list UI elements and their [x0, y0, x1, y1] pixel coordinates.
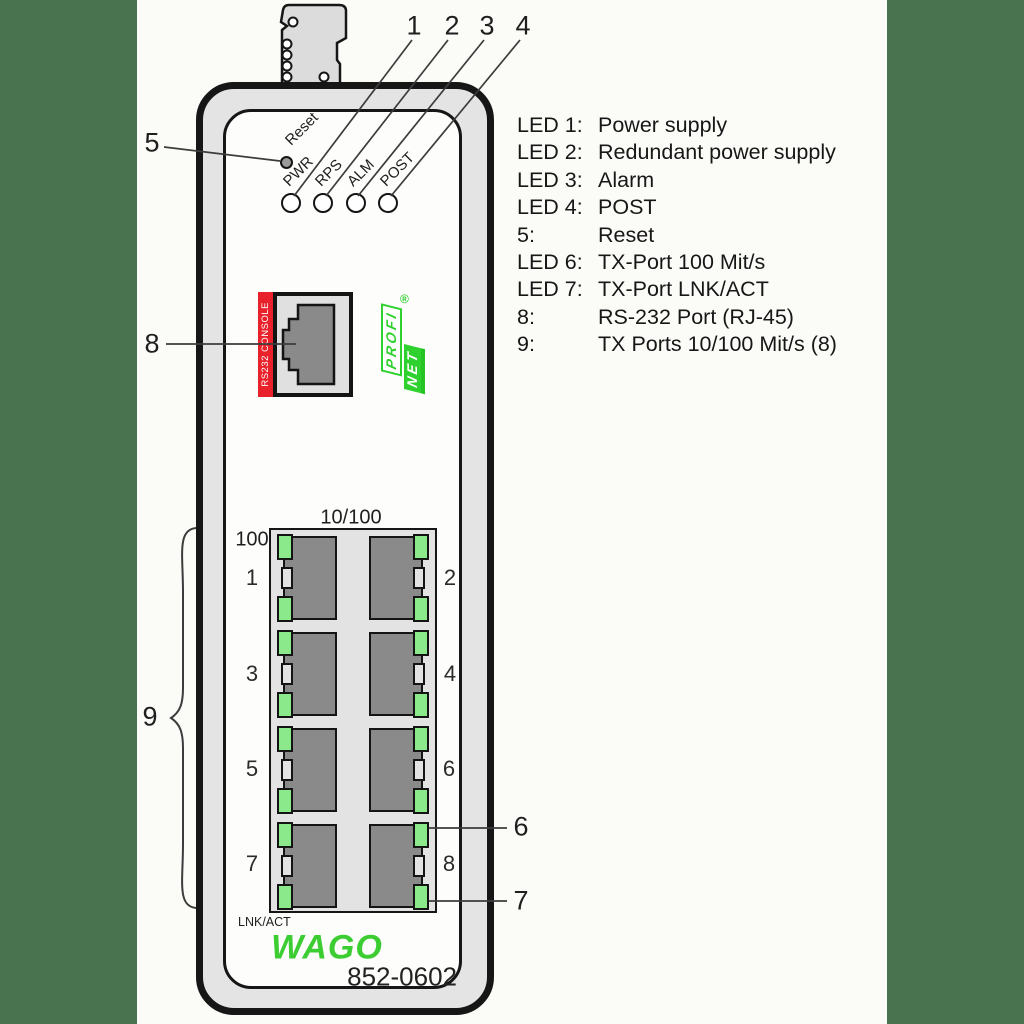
- rj45-port-5: [277, 726, 339, 814]
- port-5-led-lnkact-icon: [277, 788, 293, 814]
- legend: LED 1: Power supply LED 2: Redundant pow…: [517, 112, 837, 359]
- port-6-led-100-icon: [413, 726, 429, 752]
- legend-row-2: LED 2: Redundant power supply: [517, 139, 837, 166]
- port-1-notch: [281, 567, 293, 589]
- legend-desc: Alarm: [598, 167, 655, 192]
- wago-logo: WAGO: [271, 928, 383, 967]
- callout-1: 1: [406, 10, 422, 41]
- reset-button-led: [280, 156, 293, 169]
- port-number-8: 8: [442, 851, 456, 876]
- model-number: 852-0602: [347, 961, 457, 992]
- callout-4: 4: [515, 10, 531, 41]
- port-8-notch: [413, 855, 425, 877]
- legend-row-6: LED 6: TX-Port 100 Mit/s: [517, 249, 837, 276]
- legend-key: 9:: [517, 332, 535, 357]
- rj45-port-6: [367, 726, 429, 814]
- port-number-7: 7: [245, 851, 259, 876]
- rj45-port-3: [277, 630, 339, 718]
- legend-key: LED 2:: [517, 140, 583, 165]
- legend-row-5: 5: Reset: [517, 222, 837, 249]
- port-number-5: 5: [245, 756, 259, 781]
- profinet-registered-icon: ®: [400, 292, 409, 306]
- legend-desc: Redundant power supply: [598, 140, 836, 165]
- port-3-led-100-icon: [277, 630, 293, 656]
- alm-led-icon: [346, 193, 366, 213]
- port-7-led-100-icon: [277, 822, 293, 848]
- legend-desc: TX-Port 100 Mit/s: [598, 250, 766, 275]
- profinet-logo: PROFI NET: [381, 287, 427, 395]
- legend-row-3: LED 3: Alarm: [517, 167, 837, 194]
- port-3-led-lnkact-icon: [277, 692, 293, 718]
- port-2-notch: [413, 567, 425, 589]
- rj45-port-7: [277, 822, 339, 910]
- right-letterbox-bar: [887, 0, 1024, 1024]
- port-2-led-100-icon: [413, 534, 429, 560]
- legend-key: LED 6:: [517, 250, 583, 275]
- port-number-2: 2: [443, 565, 457, 590]
- rs232-console-strip: RS232 CONSOLE: [258, 292, 273, 397]
- port-6-notch: [413, 759, 425, 781]
- legend-key: LED 4:: [517, 195, 583, 220]
- port-7-led-lnkact-icon: [277, 884, 293, 910]
- callout-7: 7: [513, 885, 529, 916]
- port-2-led-lnkact-icon: [413, 596, 429, 622]
- legend-key: LED 3:: [517, 167, 583, 192]
- callout-6: 6: [513, 811, 529, 842]
- legend-desc: RS-232 Port (RJ-45): [598, 304, 794, 329]
- port-7-notch: [281, 855, 293, 877]
- port-8-led-lnkact-icon: [413, 884, 429, 910]
- legend-desc: Power supply: [598, 113, 728, 137]
- left-letterbox-bar: [0, 0, 137, 1024]
- port-4-led-100-icon: [413, 630, 429, 656]
- port-number-3: 3: [245, 661, 259, 686]
- port-number-4: 4: [443, 661, 457, 686]
- port-8-led-100-icon: [413, 822, 429, 848]
- legend-key: 8:: [517, 304, 535, 329]
- rj45-port-1: [277, 534, 339, 622]
- port-1-led-100-icon: [277, 534, 293, 560]
- ports-header-label: 10/100: [320, 506, 382, 529]
- legend-row-7: LED 7: TX-Port LNK/ACT: [517, 276, 837, 303]
- legend-row-9: 9: TX Ports 10/100 Mit/s (8): [517, 331, 837, 358]
- legend-row-8: 8: RS-232 Port (RJ-45): [517, 304, 837, 331]
- port-number-1: 1: [245, 565, 259, 590]
- legend-key: LED 7:: [517, 277, 583, 302]
- profinet-logo-line2: NET: [404, 344, 425, 395]
- legend-desc: TX Ports 10/100 Mit/s (8): [598, 332, 837, 357]
- legend-desc: TX-Port LNK/ACT: [598, 277, 769, 302]
- port-5-led-100-icon: [277, 726, 293, 752]
- pwr-led-icon: [281, 193, 301, 213]
- speed-100-label: 100: [235, 528, 269, 551]
- rj45-port-8: [367, 822, 429, 910]
- legend-row-4: LED 4: POST: [517, 194, 837, 221]
- lnkact-label: LNK/ACT: [238, 915, 291, 929]
- rj45-port-2: [367, 534, 429, 622]
- callout-9: 9: [142, 701, 158, 732]
- rs232-console-label: RS232 CONSOLE: [260, 302, 271, 387]
- port-4-led-lnkact-icon: [413, 692, 429, 718]
- profinet-logo-line1: PROFI: [381, 303, 402, 377]
- legend-key: LED 1:: [517, 113, 583, 137]
- port-3-notch: [281, 663, 293, 685]
- callout-5: 5: [144, 127, 160, 158]
- port-6-led-lnkact-icon: [413, 788, 429, 814]
- rps-led-icon: [313, 193, 333, 213]
- port-5-notch: [281, 759, 293, 781]
- port-number-6: 6: [442, 756, 456, 781]
- callout-3: 3: [479, 10, 495, 41]
- legend-desc: POST: [598, 195, 657, 220]
- legend-row-1: LED 1: Power supply: [517, 112, 837, 139]
- port-1-led-lnkact-icon: [277, 596, 293, 622]
- rj45-port-4: [367, 630, 429, 718]
- callout-8: 8: [144, 328, 160, 359]
- legend-key: 5:: [517, 222, 535, 247]
- post-led-icon: [378, 193, 398, 213]
- callout-2: 2: [444, 10, 460, 41]
- port-4-notch: [413, 663, 425, 685]
- legend-desc: Reset: [598, 222, 655, 247]
